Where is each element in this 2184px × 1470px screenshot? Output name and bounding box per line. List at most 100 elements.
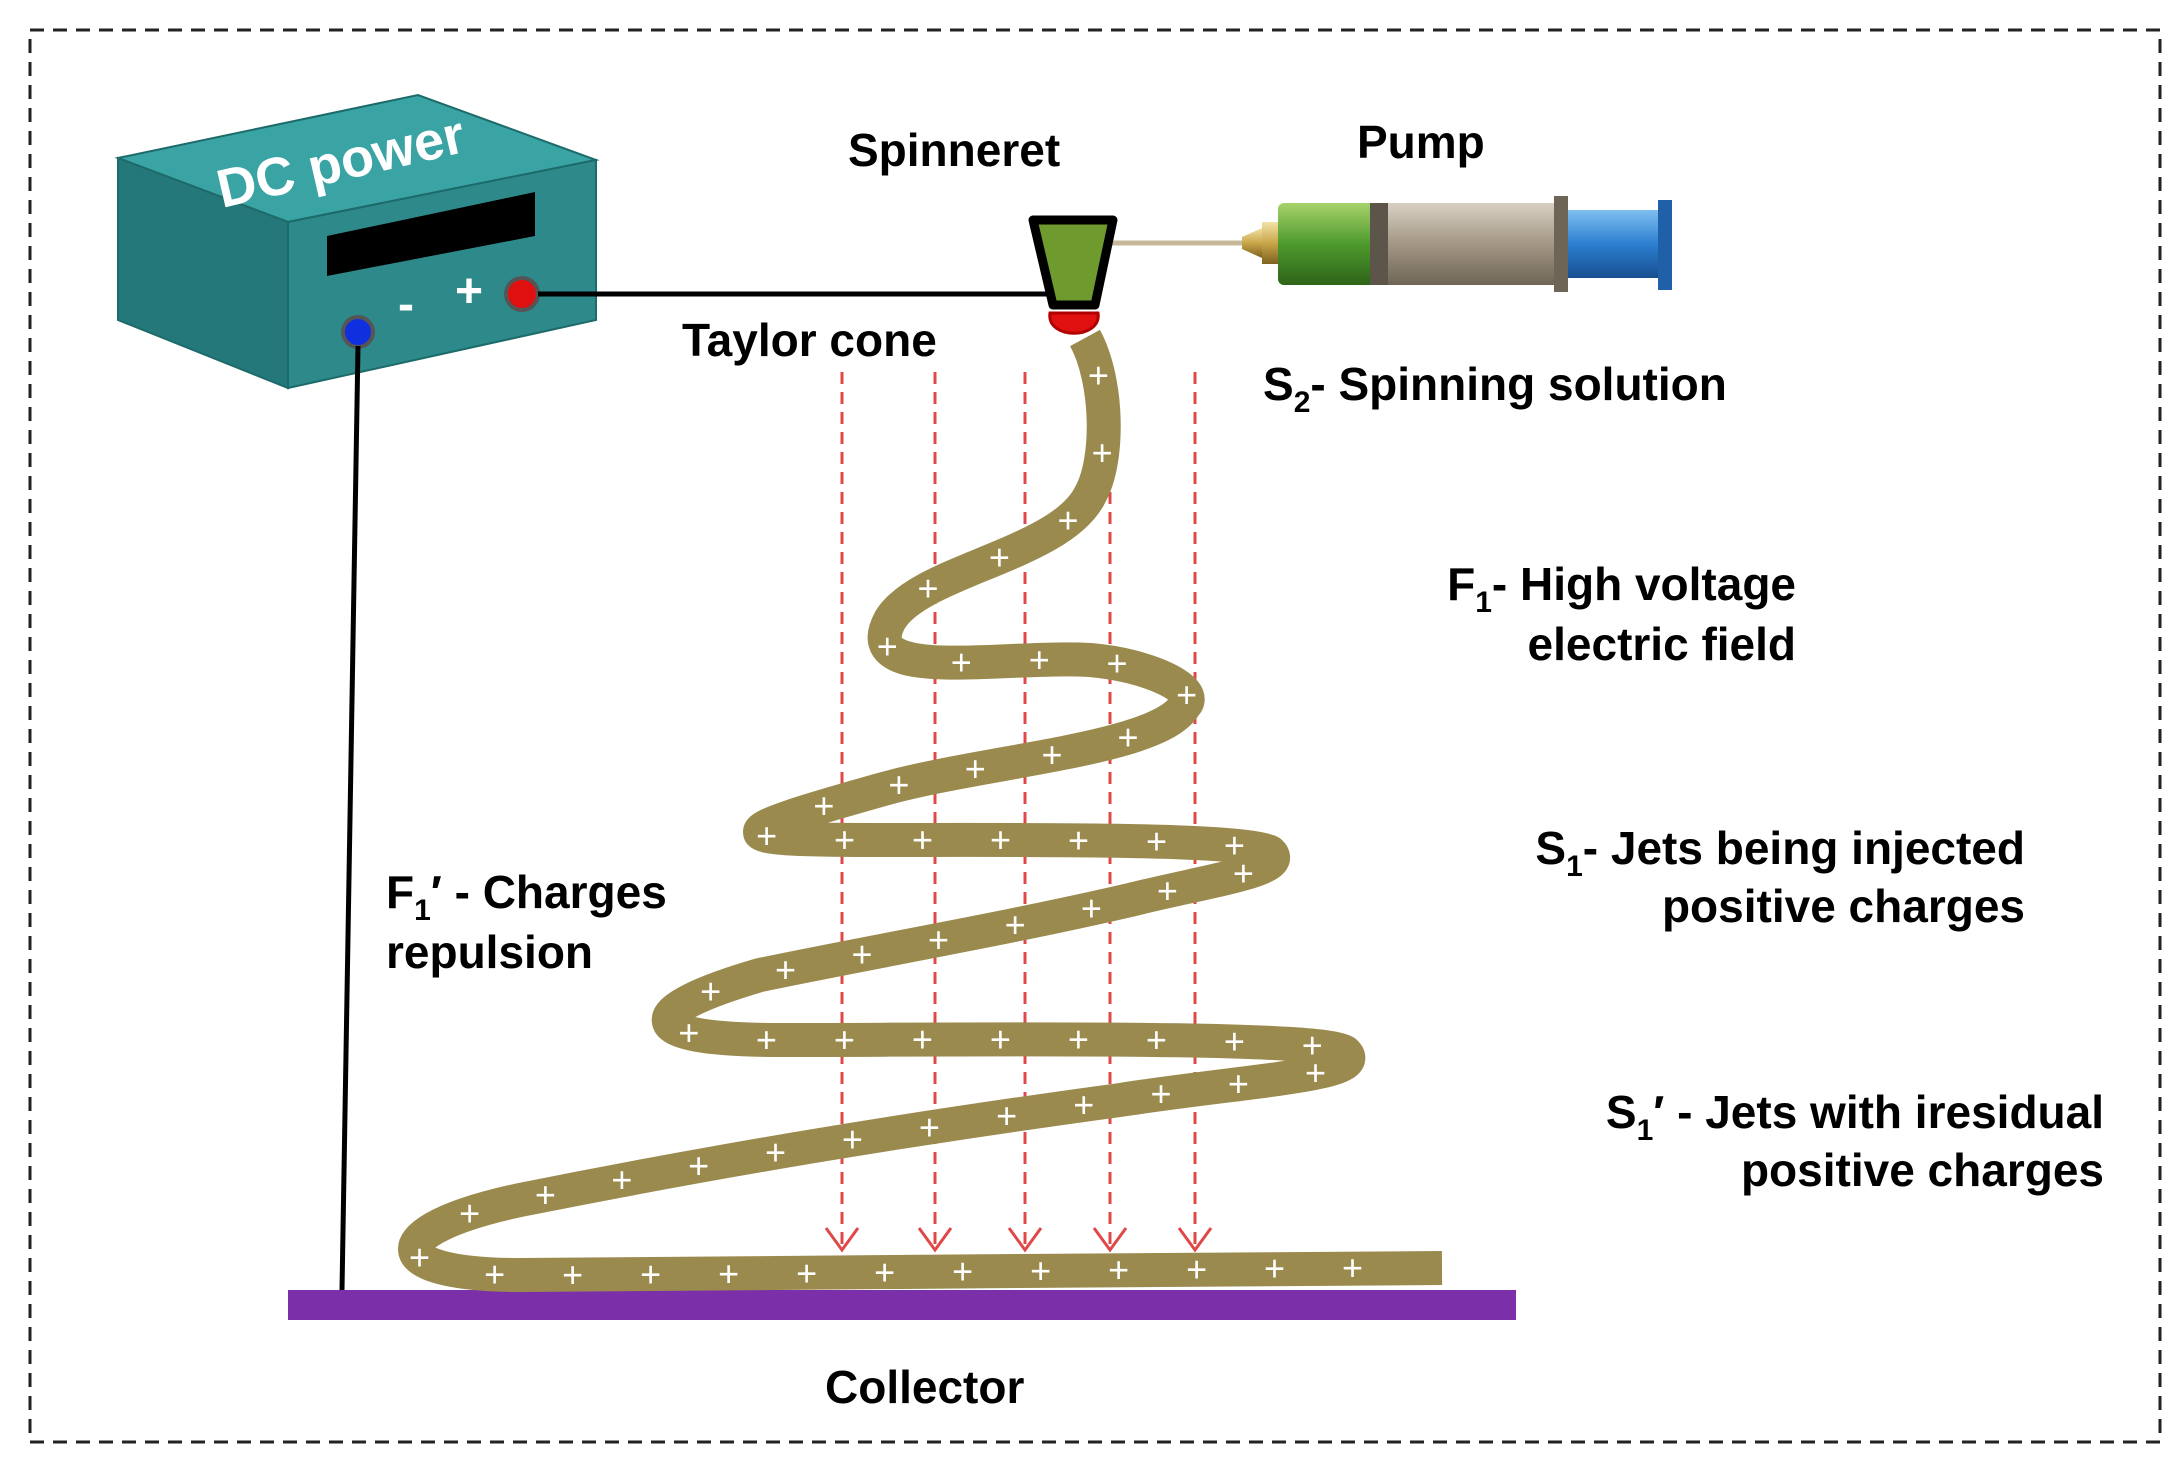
positive-charge-mark: + [535,1174,556,1215]
f1-prime-label-line2: repulsion [386,926,593,978]
positive-charge-mark: + [640,1254,661,1295]
negative-terminal[interactable] [341,315,375,349]
positive-charge-mark: + [409,1237,430,1278]
positive-charge-mark: + [756,1019,777,1060]
syringe-plunger [1568,210,1660,278]
field-arrow-head [1007,1227,1043,1253]
positive-charge-mark: + [718,1253,739,1294]
positive-charge-mark: + [888,764,909,805]
positive-charge-mark: + [1068,819,1089,860]
positive-charge-mark: + [796,1252,817,1293]
s1-prime-label: S1′ - Jets with iresidual [1606,1086,2104,1147]
positive-charge-mark: + [874,1251,895,1292]
positive-terminal-label: + [455,265,483,318]
syringe-plunger-seal [1370,203,1388,285]
positive-charge-mark: + [459,1192,480,1233]
spinneret [1028,215,1245,335]
positive-charge-mark: + [990,1018,1011,1059]
jet-charges: + + + + + + + + + + + + + + + + + + + + + + + + + + + + + + + + + + + + + + + +… [409,355,1363,1295]
positive-charge-mark: + [842,1119,863,1160]
collector-label: Collector [825,1361,1024,1413]
positive-charge-mark: + [989,536,1010,577]
dc-power-supply: DC power - + [114,93,600,390]
positive-charge-mark: + [765,1132,786,1173]
dashed-frame [28,28,2162,1444]
field-arrow-head [824,1227,860,1253]
positive-charge-mark: + [1005,904,1026,945]
pump-label: Pump [1357,116,1485,168]
positive-charge-mark: + [1068,1018,1089,1059]
positive-charge-mark: + [1151,1073,1172,1114]
syringe-tip [1242,228,1262,258]
positive-charge-mark: + [1233,853,1254,894]
positive-charge-mark: + [1146,1019,1167,1060]
syringe-plunger-cap [1658,200,1672,290]
ground-wire [339,345,361,1291]
positive-charge-mark: + [775,949,796,990]
positive-charge-mark: + [1092,432,1113,473]
positive-charge-mark: + [1057,500,1078,541]
positive-charge-mark: + [700,970,721,1011]
positive-charge-mark: + [756,815,777,856]
polymer-jet [398,329,1443,1292]
positive-charge-mark: + [1081,888,1102,929]
positive-charge-mark: + [1176,674,1197,715]
positive-charge-mark: + [912,1019,933,1060]
positive-charge-mark: + [917,568,938,609]
positive-charge-mark: + [951,642,972,683]
s2-label: S2- Spinning solution [1263,358,1727,419]
positive-charge-mark: + [1224,825,1245,866]
positive-charge-mark: + [813,785,834,826]
positive-charge-mark: + [1088,355,1109,396]
f1-prime-label: F1′ - Charges [386,866,667,927]
positive-charge-mark: + [562,1254,583,1295]
spinneret-nozzle [1028,215,1118,310]
positive-charge-mark: + [1029,639,1050,680]
f1-label: F1- High voltage [1447,558,1796,619]
syringe-hub [1262,222,1278,264]
positive-charge-mark: + [919,1107,940,1148]
positive-terminal[interactable] [504,276,540,312]
positive-charge-mark: + [1117,717,1138,758]
positive-charge-mark: + [1108,1249,1129,1290]
f1-label-line2: electric field [1528,618,1796,670]
field-arrow-head [1092,1227,1128,1253]
positive-charge-mark: + [688,1145,709,1186]
negative-terminal-label: - [398,278,414,331]
field-arrow-head [1177,1227,1213,1253]
positive-charge-mark: + [1305,1052,1326,1093]
positive-charge-mark: + [834,1019,855,1060]
positive-charge-mark: + [1157,870,1178,911]
positive-charge-mark: + [996,1095,1017,1136]
syringe-barrel [1376,203,1556,285]
positive-charge-mark: + [678,1012,699,1053]
positive-charge-mark: + [1302,1025,1323,1066]
positive-charge-mark: + [1073,1084,1094,1125]
positive-charge-mark: + [1186,1248,1207,1289]
taylor-cone-label: Taylor cone [682,314,937,366]
positive-charge-mark: + [1146,821,1167,862]
positive-charge-mark: + [912,819,933,860]
positive-charge-mark: + [1342,1247,1363,1288]
positive-charge-mark: + [877,626,898,667]
positive-charge-mark: + [1224,1021,1245,1062]
s1-prime-label-line2: positive charges [1741,1144,2104,1196]
dc-display-panel [327,192,535,276]
positive-charge-mark: + [1041,734,1062,775]
pump-syringe [1242,196,1672,292]
syringe-flange [1554,196,1568,292]
positive-charge-mark: + [484,1253,505,1294]
positive-charge-mark: + [965,748,986,789]
positive-charge-mark: + [611,1159,632,1200]
s1-label-line2: positive charges [1662,880,2025,932]
spinneret-label: Spinneret [848,124,1060,176]
positive-charge-mark: + [1228,1063,1249,1104]
taylor-cone-drop [1048,311,1100,335]
s1-label: S1- Jets being injected [1535,822,2025,883]
positive-charge-mark: + [851,934,872,975]
positive-charge-mark: + [1264,1248,1285,1289]
field-arrow-head [917,1227,953,1253]
positive-charge-mark: + [928,919,949,960]
